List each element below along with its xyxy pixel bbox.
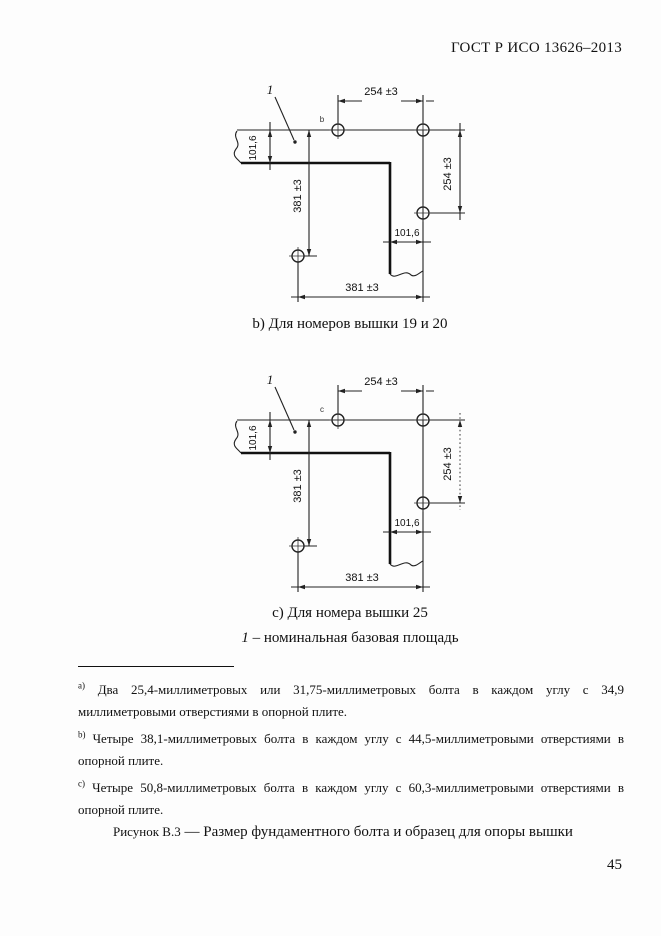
footnote-separator: [78, 666, 234, 667]
dim-left-offset-text: 101,6: [248, 425, 259, 450]
dim-top: 254 ±3: [337, 86, 434, 123]
legend-symbol: 1: [241, 630, 249, 646]
legend-text: – номинальная базовая площадь: [252, 630, 459, 646]
dim-bottom-offset: 101,6: [383, 228, 431, 245]
dim-left-offset: 101,6: [248, 122, 273, 170]
dim-bottom-offset-text: 101,6: [394, 228, 419, 239]
bolt-holes: [289, 411, 432, 555]
footnote-c-marker: c): [78, 778, 85, 789]
foundation-bolt-drawing-b: 254 ±3 101,6 381 ±3 254 ±3 101,6: [233, 82, 465, 302]
dim-right: 254 ±3: [429, 413, 465, 510]
dim-bottom-offset: 101,6: [383, 518, 431, 535]
dim-bottom: 381 ±3: [291, 262, 430, 302]
footnote-c-text: Четыре 50,8-миллиметровых болта в каждом…: [78, 780, 624, 817]
area-leader: 1: [267, 372, 297, 434]
dim-right-text: 254 ±3: [442, 157, 454, 191]
caption-drawing-c: c) Для номера вышки 25: [272, 605, 428, 621]
dim-bottom-text: 381 ±3: [345, 282, 379, 294]
figure-caption-label: Рисунок В.3: [113, 824, 181, 839]
footnote-b: b) Четыре 38,1-миллиметровых болта в каж…: [78, 728, 624, 772]
caption-drawing-b: b) Для номеров вышки 19 и 20: [252, 316, 448, 332]
footnotes: a) Два 25,4-миллиметровых или 31,75-милл…: [78, 679, 624, 826]
area-label: 1: [267, 372, 274, 387]
base-plate-outline: [233, 129, 427, 302]
dim-vertical: 381 ±3: [292, 130, 317, 257]
dim-left-offset-text: 101,6: [248, 135, 259, 160]
figure-caption-separator: —: [184, 824, 200, 840]
bolt-holes: [289, 121, 432, 265]
hole-footnote-ref: c: [320, 405, 324, 414]
dim-vertical-text: 381 ±3: [292, 469, 304, 503]
base-plate-outline: [233, 419, 427, 592]
footnote-b-text: Четыре 38,1-миллиметровых болта в каждом…: [78, 731, 624, 768]
figure-caption-text: Размер фундаментного болта и образец для…: [203, 824, 573, 840]
dim-vertical-text: 381 ±3: [292, 179, 304, 213]
dim-top-text: 254 ±3: [364, 86, 398, 98]
dim-left-offset: 101,6: [248, 412, 273, 460]
footnote-a-marker: a): [78, 680, 85, 691]
area-label: 1: [267, 82, 274, 97]
foundation-bolt-drawing-c: 254 ±3 101,6 381 ±3 254 ±3 101,6: [233, 372, 465, 592]
hole-footnote-ref: b: [320, 115, 325, 124]
standard-number-header: ГОСТ Р ИСО 13626–2013: [450, 40, 622, 56]
dim-top: 254 ±3: [337, 376, 434, 413]
dim-top-text: 254 ±3: [364, 376, 398, 388]
figure-caption: Рисунок В.3 — Размер фундаментного болта…: [113, 824, 573, 841]
dim-right: 254 ±3: [429, 123, 465, 220]
area-leader: 1: [267, 82, 297, 144]
page-number: 45: [607, 857, 622, 873]
dim-bottom-text: 381 ±3: [345, 572, 379, 584]
figure-legend: 1 – номинальная базовая площадь: [100, 630, 600, 647]
footnote-a: a) Два 25,4-миллиметровых или 31,75-милл…: [78, 679, 624, 723]
footnote-c: c) Четыре 50,8-миллиметровых болта в каж…: [78, 777, 624, 821]
footnote-b-marker: b): [78, 729, 86, 740]
dim-vertical: 381 ±3: [292, 420, 317, 547]
dim-right-text: 254 ±3: [442, 447, 454, 481]
dim-bottom-offset-text: 101,6: [394, 518, 419, 529]
dim-bottom: 381 ±3: [291, 552, 430, 592]
footnote-a-text: Два 25,4-миллиметровых или 31,75-миллиме…: [78, 682, 624, 719]
